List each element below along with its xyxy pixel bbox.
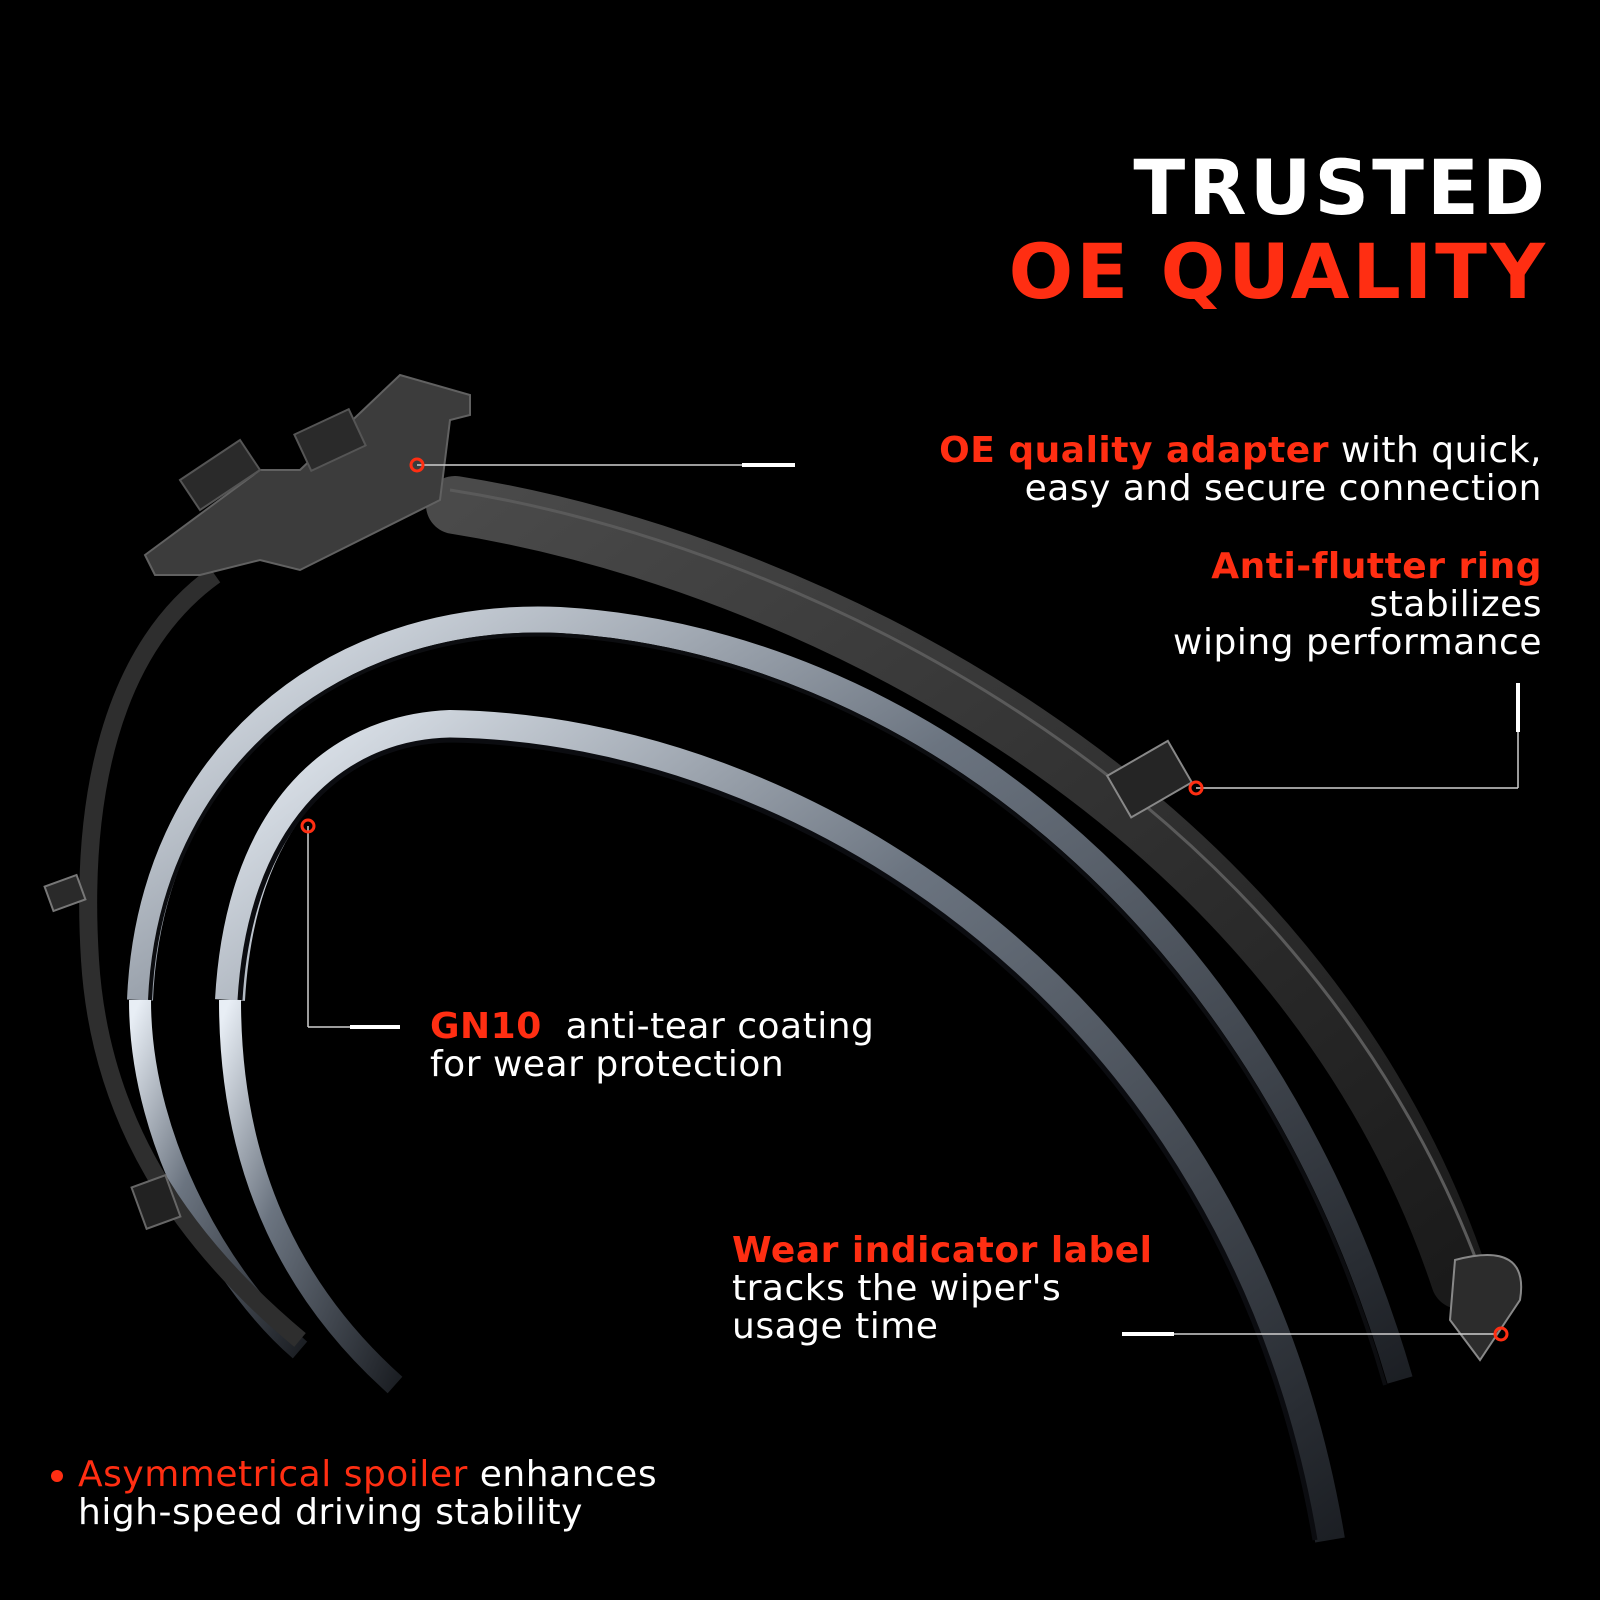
callout-coating-text: anti-tear coating — [541, 1006, 875, 1047]
callout-spoiler-line2: high-speed driving stability — [78, 1492, 583, 1533]
callout-wear: Wear indicator label tracks the wiper's … — [732, 1232, 1153, 1346]
connector-adapter-graphic — [143, 373, 471, 576]
callout-spoiler-text: enhances — [467, 1454, 658, 1495]
callout-marker-icon — [300, 457, 1509, 1342]
callout-ring-line3: wiping performance — [1173, 622, 1542, 663]
headline-line-1: TRUSTED — [1133, 143, 1548, 232]
headline-line-2: OE QUALITY — [1008, 227, 1548, 316]
callout-wear-line2: tracks the wiper's — [732, 1268, 1062, 1309]
callout-adapter-text: with quick, — [1328, 430, 1542, 471]
callout-adapter-highlight: OE quality adapter — [939, 430, 1329, 471]
callout-coating-highlight: GN10 — [430, 1006, 542, 1047]
callout-coating-line2: for wear protection — [430, 1044, 785, 1085]
callout-spoiler-highlight: Asymmetrical spoiler — [78, 1454, 468, 1495]
callout-ring: Anti-flutter ring stabilizes wiping perf… — [1173, 548, 1542, 662]
bullet-dot-icon — [51, 1470, 63, 1482]
callout-adapter: OE quality adapter with quick, easy and … — [939, 432, 1542, 508]
callout-wear-highlight: Wear indicator label — [732, 1230, 1153, 1271]
callout-ring-line2: stabilizes — [1369, 584, 1542, 625]
callout-adapter-line2: easy and secure connection — [1024, 468, 1542, 509]
callout-coating: GN10 anti-tear coating for wear protecti… — [430, 1008, 874, 1084]
callout-wear-line3: usage time — [732, 1306, 939, 1347]
callout-ring-highlight: Anti-flutter ring — [1211, 546, 1542, 587]
headline: TRUSTED OE QUALITY — [1009, 150, 1548, 310]
callout-spoiler: Asymmetrical spoiler enhances high-speed… — [78, 1456, 657, 1532]
